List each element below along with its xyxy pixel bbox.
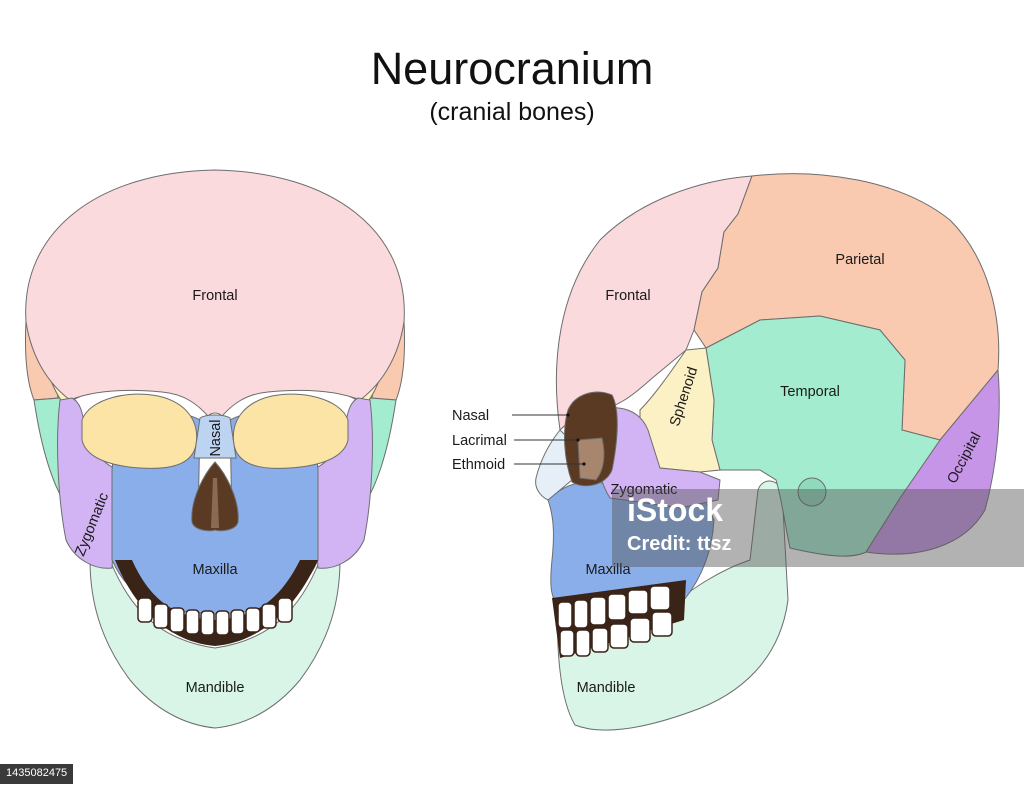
- page-subtitle: (cranial bones): [429, 98, 595, 126]
- front-nasal-septum: [211, 478, 219, 528]
- side-ethmoid-bone: [577, 437, 605, 481]
- front-teeth: [137, 597, 293, 636]
- side-label-nasal: Nasal: [452, 408, 489, 424]
- side-nasal-bone: [535, 429, 573, 501]
- side-label-zygomatic: Zygomatic: [611, 482, 678, 498]
- front-nasal-bone: [193, 414, 237, 459]
- stock-id-badge: 1435082475: [0, 764, 74, 784]
- side-ear-canal: [797, 477, 827, 507]
- front-orbit-left: [81, 393, 198, 469]
- front-skull: Frontal Nasal Zygomatic Maxilla Mandible: [24, 169, 406, 729]
- front-orbit-right: [232, 393, 349, 469]
- side-leader-lines: [512, 414, 584, 465]
- page-title: Neurocranium: [370, 43, 654, 94]
- side-label-maxilla: Maxilla: [585, 562, 631, 578]
- watermark-overlay: [612, 489, 1024, 567]
- side-label-lacrimal: Lacrimal: [452, 433, 507, 449]
- front-label-frontal: Frontal: [192, 288, 237, 304]
- front-frontal-bone: [25, 169, 405, 417]
- watermark-logo: iStock: [627, 492, 724, 528]
- side-sphenoid-bone: [639, 347, 721, 473]
- front-zygomatic-right: [311, 397, 373, 569]
- side-label-frontal: Frontal: [605, 288, 650, 304]
- front-label-nasal: Nasal: [208, 419, 224, 456]
- side-skull: Frontal Parietal Sphenoid Temporal Occip…: [452, 173, 1000, 731]
- side-temporal-bone: [705, 315, 941, 557]
- side-label-temporal: Temporal: [780, 384, 840, 400]
- front-label-maxilla: Maxilla: [192, 562, 238, 578]
- side-teeth: [557, 585, 673, 657]
- side-label-ethmoid: Ethmoid: [452, 457, 505, 473]
- front-mandible: [89, 559, 341, 729]
- side-occipital-bone: [865, 368, 1000, 555]
- front-label-mandible: Mandible: [186, 680, 245, 696]
- side-label-parietal: Parietal: [835, 252, 884, 268]
- side-label-mandible: Mandible: [577, 680, 636, 696]
- watermark-credit: Credit: ttsz: [627, 533, 732, 555]
- front-zygomatic-left: [57, 397, 119, 569]
- side-leader-dots: [566, 413, 586, 466]
